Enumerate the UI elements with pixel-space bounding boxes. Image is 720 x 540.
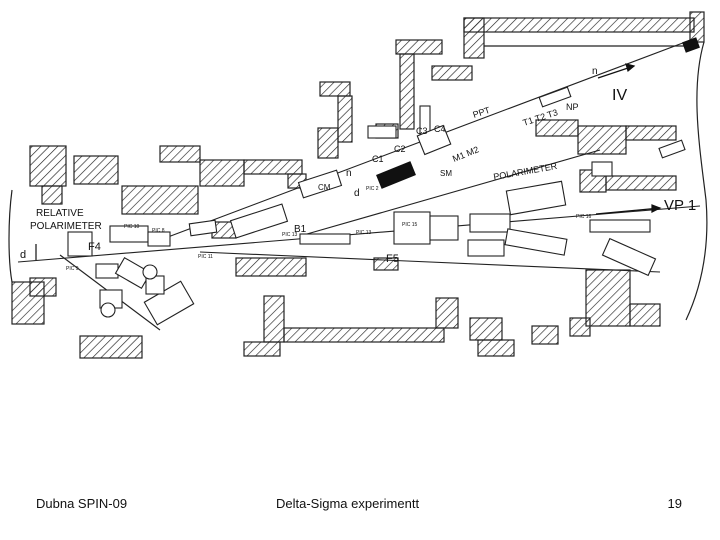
label-ppt: PPT	[472, 105, 492, 120]
label-sm: SM	[440, 169, 452, 178]
label-pic15: PIC 15	[402, 222, 418, 228]
label-polarimeter: POLARIMETER	[493, 161, 559, 182]
beam-elements	[67, 86, 686, 326]
label-d-left: d	[20, 249, 26, 261]
label-pic-left3: PIC 8	[152, 228, 165, 234]
label-pic13: PIC 13	[282, 232, 298, 238]
footer-conference: Dubna SPIN-09	[36, 496, 128, 511]
label-pic13b: PIC 13	[356, 230, 372, 236]
label-n-left: n	[346, 168, 352, 179]
label-c1: C1	[372, 154, 384, 164]
label-pic11: PIC 11	[198, 254, 213, 260]
label-vp1: VP 1	[664, 197, 696, 214]
slide-number: 19	[667, 496, 682, 511]
label-f5: F5	[386, 253, 399, 265]
label-np: NP	[566, 102, 579, 112]
label-iv: IV	[612, 87, 627, 104]
label-m1m2: M1 M2	[451, 144, 480, 164]
label-c2: C2	[394, 144, 406, 154]
label-cm: CM	[318, 183, 331, 192]
beam-arrows	[35, 63, 662, 260]
label-n-top: n	[592, 66, 598, 77]
label-pic-left2: PIC 9	[66, 266, 79, 272]
label-d-mid: d	[354, 188, 360, 199]
label-c4: C4	[434, 124, 446, 134]
shielding-walls	[11, 11, 705, 359]
label-f4: F4	[88, 241, 101, 253]
label-pic-left1: PIC 10	[124, 224, 140, 230]
label-b1: B1	[294, 224, 307, 235]
label-pic16: PIC 16	[576, 214, 592, 220]
label-c3: C3	[416, 126, 428, 136]
footer-title: Delta-Sigma experimentt	[276, 496, 420, 511]
label-relative: RELATIVE	[36, 208, 84, 219]
hall-outline	[8, 41, 708, 321]
label-pic2: PIC 2	[366, 186, 379, 192]
dense-elements	[376, 37, 700, 189]
label-relative-polarimeter: POLARIMETER	[30, 221, 102, 232]
